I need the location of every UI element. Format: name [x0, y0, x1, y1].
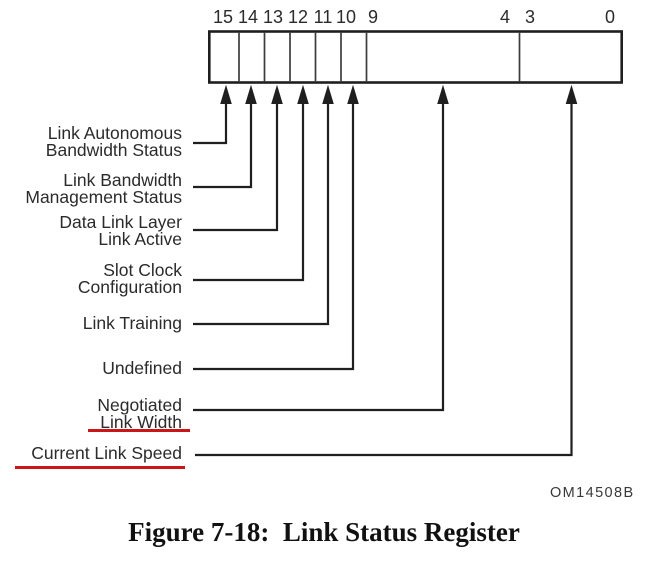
- connector-bit-10: [193, 99, 355, 371]
- connector-bit-12: [193, 99, 305, 282]
- arrowheads: [220, 84, 578, 104]
- artwork-id: OM14508B: [550, 485, 635, 501]
- bit-number-15: 15: [212, 7, 234, 27]
- figure-caption: Figure 7-18: Link Status Register: [128, 517, 520, 547]
- arrowhead-bit-10: [347, 84, 359, 104]
- arrowhead-bit-15: [220, 84, 232, 104]
- arrowhead-bits-9-4: [437, 84, 449, 104]
- arrowhead-bit-13: [271, 84, 283, 104]
- arrowhead-bit-12: [297, 84, 309, 104]
- bit-number-14: 14: [237, 7, 259, 27]
- connector-bit-13: [193, 99, 279, 232]
- arrowhead-bit-14: [245, 84, 257, 104]
- connector-bit-15: [193, 99, 228, 145]
- arrowhead-bit-11: [322, 84, 334, 104]
- callout-label-data-link-layer-link-active: Data Link Layer Link Active: [59, 212, 182, 249]
- callout-connectors: [193, 99, 573, 457]
- bit-number-12: 12: [287, 7, 309, 27]
- bit-number-4: 4: [499, 7, 510, 27]
- red-underline-current-link-speed: [15, 466, 185, 469]
- callout-label-undefined: Undefined: [102, 358, 182, 378]
- bit-number-9: 9: [367, 7, 378, 27]
- red-underline-link-width: [88, 429, 190, 432]
- register-cell-dividers: [238, 32, 521, 82]
- callout-label-link-training: Link Training: [82, 313, 182, 333]
- callout-label-negotiated-link-width: Negotiated Link Width: [97, 395, 182, 432]
- callout-label-link-bandwidth-management-status: Link Bandwidth Management Status: [25, 170, 182, 207]
- register-box: [208, 30, 623, 84]
- bit-number-3: 3: [524, 7, 535, 27]
- bit-number-11: 11: [313, 7, 333, 27]
- connector-bit-14: [193, 99, 253, 189]
- connector-bit-11: [193, 99, 330, 326]
- bit-number-10: 10: [335, 7, 357, 27]
- callout-label-current-link-speed: Current Link Speed: [31, 443, 182, 463]
- connector-bits-9-4: [193, 99, 445, 412]
- bit-number-0: 0: [604, 7, 615, 27]
- bit-number-13: 13: [262, 7, 284, 27]
- callout-label-slot-clock-configuration: Slot Clock Configuration: [77, 260, 182, 297]
- arrowhead-bits-3-0: [565, 84, 578, 104]
- connector-bits-3-0: [195, 99, 573, 457]
- callout-label-link-autonomous-bandwidth-status: Link Autonomous Bandwidth Status: [45, 123, 182, 160]
